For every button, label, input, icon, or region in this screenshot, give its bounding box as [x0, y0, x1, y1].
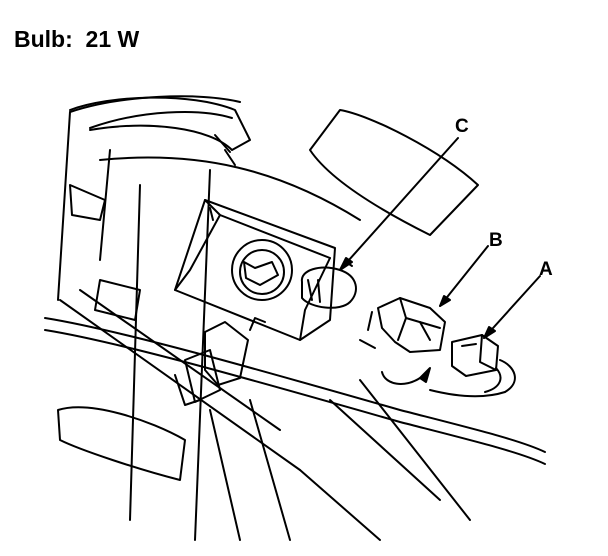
callout-label-b: B — [489, 230, 503, 251]
leader-line-c — [339, 137, 459, 271]
body-panel — [57, 95, 471, 541]
bulb-spec-title: Bulb: 21 W — [14, 26, 140, 52]
wire-loom-lower — [44, 317, 546, 465]
leader-arrow-b — [439, 295, 451, 307]
leader-line-b — [439, 245, 489, 307]
callout-label-a: A — [539, 259, 553, 280]
callout-label-c: C — [455, 116, 469, 137]
leader-line-a — [483, 275, 541, 339]
wiring-harness-top — [69, 96, 251, 166]
connector-a — [429, 334, 516, 398]
leader-arrow-c — [339, 257, 353, 271]
light-housing — [174, 199, 336, 341]
panel-recess-slots — [57, 184, 186, 481]
rear-window-outline — [309, 109, 479, 236]
leader-lines — [339, 137, 541, 339]
leader-arrow-a — [483, 326, 496, 339]
socket-b — [359, 297, 446, 385]
